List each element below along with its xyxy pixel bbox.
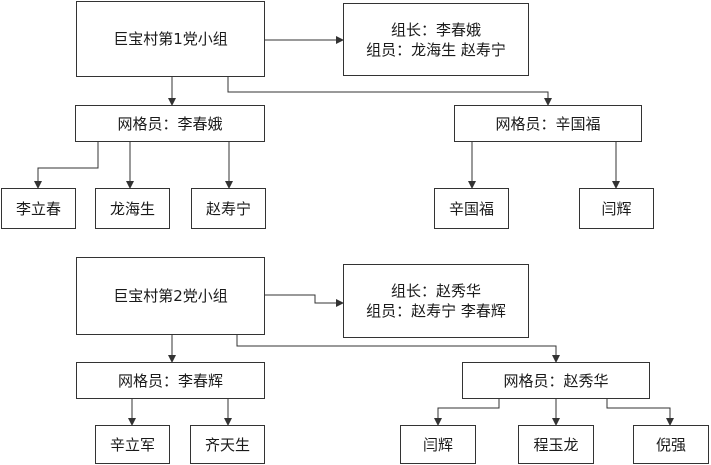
person-name: 闫辉 bbox=[422, 435, 453, 454]
arrow-group1-to-grid2 bbox=[227, 77, 552, 106]
person-box: 闫辉 bbox=[400, 425, 476, 464]
person-name: 倪强 bbox=[655, 435, 686, 454]
person-box: 赵寿宁 bbox=[191, 188, 266, 229]
person-name: 辛立军 bbox=[109, 435, 155, 454]
person-name: 齐天生 bbox=[204, 435, 250, 454]
group-2-info-box: 组长：赵秀华 组员：赵寿宁 李春辉 bbox=[343, 264, 529, 338]
person-box: 龙海生 bbox=[95, 188, 170, 229]
person-box: 闫辉 bbox=[579, 188, 654, 229]
grid-officer-label: 网格员：李春辉 bbox=[117, 371, 223, 390]
person-name: 程玉龙 bbox=[533, 435, 579, 454]
party-group-1-box: 巨宝村第1党小组 bbox=[76, 1, 265, 77]
arrow-group2-to-info bbox=[265, 294, 344, 307]
party-group-2-box: 巨宝村第2党小组 bbox=[76, 257, 265, 335]
grid-officer-box: 网格员：辛国福 bbox=[454, 105, 642, 142]
arrow-grid4-to-person3 bbox=[606, 399, 674, 426]
person-name: 闫辉 bbox=[601, 199, 632, 218]
person-name: 李立春 bbox=[15, 199, 61, 218]
person-box: 辛立军 bbox=[95, 425, 170, 464]
group-leader: 组长：赵秀华 bbox=[390, 282, 481, 300]
person-name: 龙海生 bbox=[109, 199, 155, 218]
person-box: 齐天生 bbox=[190, 425, 265, 464]
person-name: 辛国福 bbox=[448, 199, 494, 218]
arrow-grid4-to-person1 bbox=[434, 399, 500, 426]
person-box: 倪强 bbox=[633, 425, 709, 464]
person-box: 程玉龙 bbox=[518, 425, 594, 464]
person-name: 赵寿宁 bbox=[205, 199, 251, 218]
person-box: 辛国福 bbox=[434, 188, 509, 229]
grid-officer-box: 网格员：赵秀华 bbox=[462, 362, 650, 399]
group-members: 组员：赵寿宁 李春辉 bbox=[366, 302, 506, 320]
grid-officer-label: 网格员：李春娥 bbox=[117, 114, 223, 133]
arrow-group2-to-grid2 bbox=[236, 335, 560, 363]
group-1-info-box: 组长：李春娥 组员：龙海生 赵寿宁 bbox=[343, 3, 529, 76]
grid-officer-label: 网格员：赵秀华 bbox=[503, 371, 609, 390]
arrow-grid1-to-person1 bbox=[34, 142, 99, 189]
grid-officer-box: 网格员：李春娥 bbox=[75, 105, 265, 142]
group-leader: 组长：李春娥 bbox=[390, 20, 481, 39]
grid-officer-box: 网格员：李春辉 bbox=[76, 362, 265, 399]
grid-officer-label: 网格员：辛国福 bbox=[495, 114, 601, 133]
group-members: 组员：龙海生 赵寿宁 bbox=[366, 40, 506, 59]
party-group-title: 巨宝村第2党小组 bbox=[113, 287, 228, 305]
party-group-title: 巨宝村第1党小组 bbox=[113, 30, 228, 48]
person-box: 李立春 bbox=[1, 188, 76, 229]
